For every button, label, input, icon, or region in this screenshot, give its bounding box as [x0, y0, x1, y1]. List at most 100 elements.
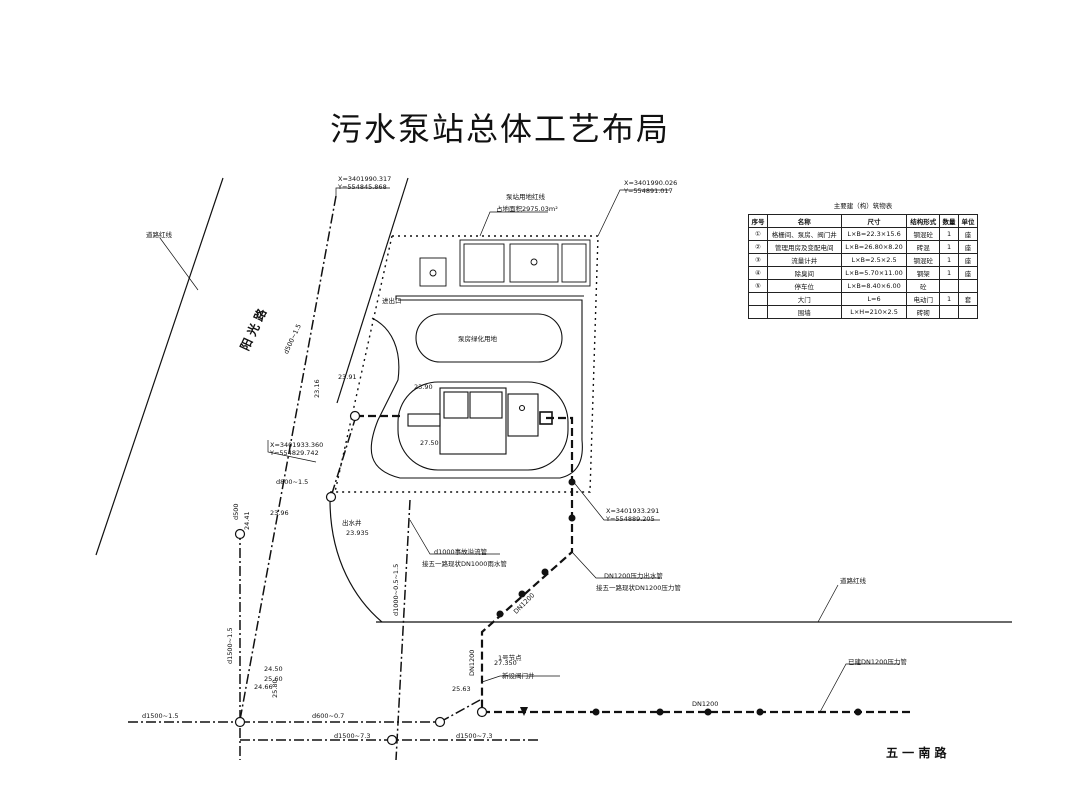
- legend-cell: [748, 292, 768, 306]
- manhole-node: [325, 491, 337, 503]
- manhole-node: [349, 410, 361, 422]
- pipe-d1000-connect: 接五一路现状DN1000雨水管: [422, 560, 507, 568]
- legend-header-cell: 序号: [748, 214, 768, 228]
- legend-cell: 大门: [766, 292, 842, 306]
- legend-row: 大门 L=6 电动门 1 套: [748, 292, 978, 306]
- legend-cell: [958, 279, 978, 293]
- legend-cell: 砖混: [906, 240, 941, 254]
- legend-cell: L×B=2.5×2.5: [840, 253, 908, 267]
- pipe-d1500-7-3-a: d1500~7.3: [334, 732, 371, 740]
- valve-well-label: 新设阀门井: [502, 672, 535, 680]
- legend-cell: 座: [958, 227, 978, 241]
- legend-row: ④ 除臭间 L×B=5.70×11.00 钢架 1 座: [748, 266, 978, 280]
- pipe-dn1200-connect: 接五一路现状DN1200压力管: [596, 584, 681, 592]
- legend-cell: 1: [939, 253, 959, 267]
- inner-road-top: [395, 295, 584, 300]
- leader-dn1200: [571, 551, 660, 579]
- sewer-d1000-down: [395, 499, 411, 761]
- leader-se: [571, 479, 660, 521]
- legend-cell: 座: [958, 253, 978, 267]
- page-title: 污水泵站总体工艺布局: [330, 110, 671, 148]
- elev-23-90: 23.90: [414, 383, 433, 391]
- elev-23-16: 23.16: [313, 379, 321, 398]
- legend-cell: [939, 305, 959, 319]
- elev-23-91: 23.91: [338, 373, 357, 381]
- valve-chamber-marker: [518, 404, 526, 412]
- pipe-d600-0-7: d600~0.7: [312, 712, 345, 720]
- pipe-dn1200-outlet: DN1200压力出水管: [604, 572, 663, 580]
- elev-23-935: 23.935: [346, 529, 369, 537]
- pipe-d500: d500: [232, 503, 240, 520]
- legend-cell: 座: [958, 266, 978, 280]
- manhole-node: [386, 734, 398, 746]
- red-line-leader: [817, 584, 839, 623]
- valve-chamber: [507, 393, 539, 437]
- pressure-valve: [656, 708, 664, 716]
- site-boundary: [330, 235, 599, 493]
- site-west-wall: [336, 177, 409, 404]
- legend-header-cell: 单位: [958, 214, 978, 228]
- pressure-valve: [518, 590, 526, 598]
- elev-24-66: 24.66: [254, 683, 273, 691]
- coord-ne-x: X=3401990.026: [624, 179, 678, 187]
- inner-road-loop: [370, 299, 583, 479]
- building-marker-4: [429, 269, 437, 277]
- pipe-d1000-overflow: d1000事故溢流管: [434, 548, 488, 556]
- leader-d1000: [409, 519, 500, 555]
- lawn-area: [415, 313, 563, 363]
- legend-cell: ①: [748, 227, 768, 241]
- legend-cell: 砖砌: [906, 305, 941, 319]
- deodorization-room: [419, 257, 447, 287]
- sewer-internal: [329, 415, 357, 501]
- manhole-node: [434, 716, 446, 728]
- coord-sw-y: Y=554829.742: [270, 449, 319, 457]
- legend-cell: 格栅间、泵房、阀门井: [766, 227, 842, 241]
- legend-cell: 停车位: [766, 279, 842, 293]
- entrance-curve: [329, 499, 383, 623]
- legend-cell: 钢架: [906, 266, 941, 280]
- red-line-label-west: 道路红线: [146, 231, 172, 239]
- pressure-node-1: [476, 706, 488, 718]
- legend-cell: ⑤: [748, 279, 768, 293]
- inlet-label: 进出口: [382, 297, 402, 305]
- coord-se-y: Y=554889.205: [606, 515, 655, 523]
- leader-existing: [819, 663, 900, 713]
- legend-header-cell: 名称: [766, 214, 842, 228]
- pressure-valve: [854, 708, 862, 716]
- elev-27-350: 27.350: [494, 659, 517, 667]
- coord-nw-x: X=3401990.317: [338, 175, 392, 183]
- legend-row: ① 格栅间、泵房、阀门井 L×B=22.3×15.6 钢混砼 1 座: [748, 227, 978, 241]
- leader-ne: [597, 189, 670, 237]
- leader-sw: [267, 440, 317, 463]
- valve-well-icon: [520, 707, 528, 716]
- site-area-note: 占地面积2975.03m²: [496, 205, 558, 213]
- legend-cell: 座: [958, 240, 978, 254]
- legend-cell: 流量计井: [766, 253, 842, 267]
- plant-oval: [397, 381, 569, 471]
- legend-cell: [958, 305, 978, 319]
- legend-row: ② 管理用房及变配电间 L×B=26.80×8.20 砖混 1 座: [748, 240, 978, 254]
- elev-24-41: 24.41: [243, 511, 251, 530]
- legend-title: 主要建（构）筑物表: [833, 202, 893, 210]
- legend-cell: L×H=210×2.5: [840, 305, 908, 319]
- legend-cell: ③: [748, 253, 768, 267]
- legend-cell: L×B=26.80×8.20: [840, 240, 908, 254]
- pressure-valve: [568, 478, 576, 486]
- coord-sw-x: X=3401933.360: [270, 441, 324, 449]
- pipe-d1500-1-5-left: d1500~1.5: [226, 627, 234, 664]
- structures-legend: 主要建（构）筑物表 序号 名称 尺寸 结构形式 数量 单位 ① 格栅间、泵房、阀…: [748, 200, 978, 319]
- elev-27-50: 27.50: [420, 439, 439, 447]
- red-line-label-south: 道路红线: [840, 577, 866, 585]
- coord-ne-y: Y=554891.017: [624, 187, 673, 195]
- leader-boundary: [479, 211, 548, 237]
- legend-cell: 套: [958, 292, 978, 306]
- pressure-valve: [496, 610, 504, 618]
- leader-nw: [335, 187, 390, 196]
- legend-cell: 钢混砼: [906, 253, 941, 267]
- pump-house: [439, 387, 507, 455]
- pressure-valve: [541, 568, 549, 576]
- lawn-label: 泵房绿化用地: [458, 335, 497, 343]
- legend-cell: [748, 305, 768, 319]
- legend-table: 序号 名称 尺寸 结构形式 数量 单位 ① 格栅间、泵房、阀门井 L×B=22.…: [748, 214, 978, 319]
